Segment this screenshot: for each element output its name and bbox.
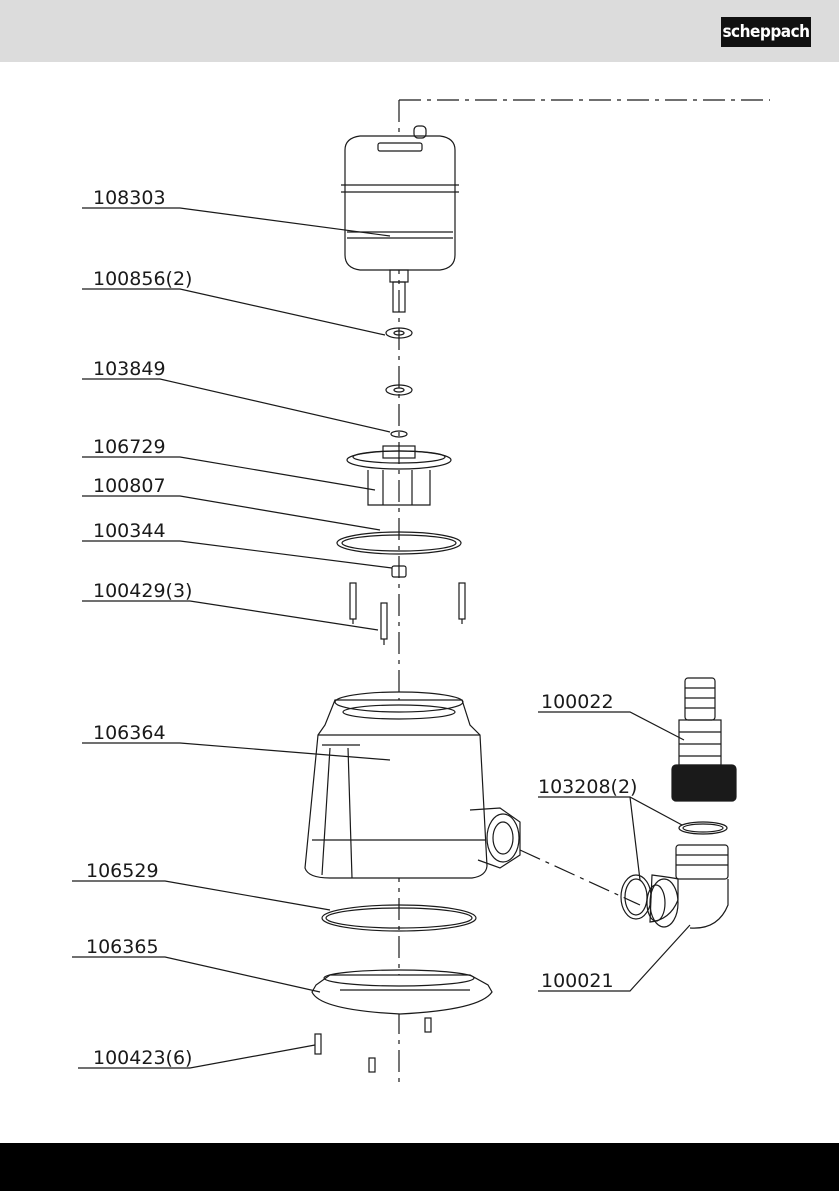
long-screws-part bbox=[350, 583, 465, 645]
part-label: 106529 bbox=[86, 860, 159, 882]
part-label: 100423(6) bbox=[93, 1047, 192, 1069]
seal-ring-part bbox=[386, 328, 412, 395]
elbow-connector-part bbox=[647, 845, 728, 928]
part-label: 100856(2) bbox=[93, 268, 192, 290]
pump-housing-part bbox=[305, 692, 520, 878]
part-label: 106364 bbox=[93, 722, 166, 744]
motor-part bbox=[341, 126, 459, 312]
part-label: 103849 bbox=[93, 358, 166, 380]
part-label: 106365 bbox=[86, 936, 159, 958]
short-screws-part bbox=[315, 1018, 431, 1072]
part-label: 100429(3) bbox=[93, 580, 192, 602]
small-o-ring-part bbox=[621, 822, 727, 919]
hose-connector-part bbox=[672, 678, 736, 801]
part-label: 103208(2) bbox=[538, 776, 637, 798]
base-plate-part bbox=[312, 970, 492, 1014]
page-footer bbox=[0, 1143, 839, 1191]
part-label: 106729 bbox=[93, 436, 166, 458]
outlet-axis bbox=[520, 850, 640, 905]
o-ring-part bbox=[337, 532, 461, 554]
part-label: 100022 bbox=[541, 691, 614, 713]
part-label: 100807 bbox=[93, 475, 166, 497]
part-label: 108303 bbox=[93, 187, 166, 209]
part-label: 100021 bbox=[541, 970, 614, 992]
part-label: 100344 bbox=[93, 520, 166, 542]
